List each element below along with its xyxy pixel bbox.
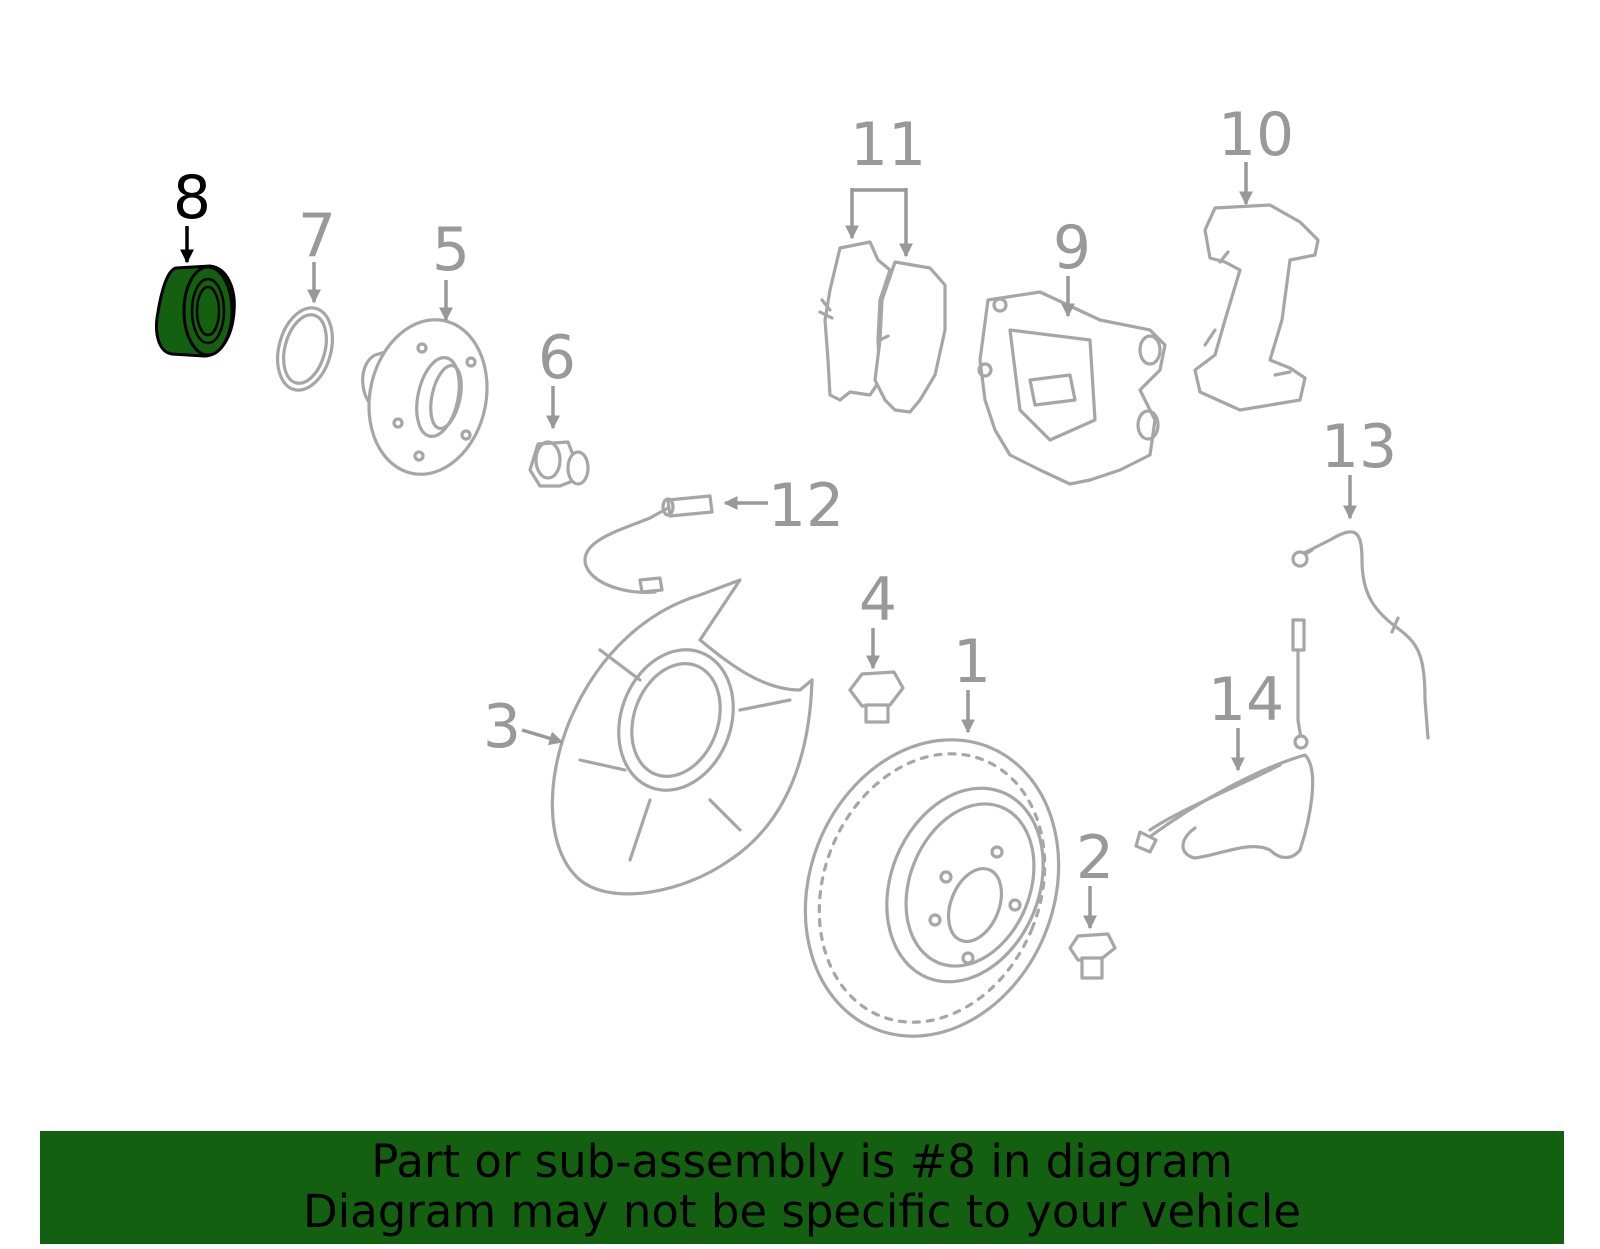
callout-6: 6: [538, 323, 576, 430]
svg-text:3: 3: [483, 692, 521, 762]
callout-14: 14: [1208, 665, 1284, 772]
part-10-caliper-carrier[interactable]: [1193, 203, 1320, 412]
svg-text:7: 7: [298, 201, 336, 271]
part-12-wear-sensor[interactable]: [583, 494, 714, 594]
part-2-bolt[interactable]: [1068, 932, 1117, 980]
callout-8: 8: [173, 163, 211, 264]
svg-text:5: 5: [432, 215, 470, 285]
callout-3: 3: [483, 692, 564, 762]
svg-text:2: 2: [1076, 823, 1114, 893]
callout-11: 11: [845, 110, 926, 258]
callout-13: 13: [1321, 412, 1397, 520]
callout-10: 10: [1218, 100, 1294, 206]
part-7-snap-ring[interactable]: [269, 302, 341, 397]
callout-2: 2: [1076, 823, 1114, 930]
banner-line-1: Part or sub-assembly is #8 in diagram: [371, 1135, 1233, 1188]
part-1-brake-rotor[interactable]: [762, 701, 1102, 1074]
svg-text:12: 12: [768, 471, 844, 541]
svg-text:4: 4: [859, 565, 897, 635]
svg-text:10: 10: [1218, 100, 1294, 170]
part-6-axle-nut[interactable]: [528, 440, 590, 488]
banner-line-2: Diagram may not be specific to your vehi…: [303, 1185, 1301, 1238]
part-4-bolt[interactable]: [848, 670, 905, 724]
callout-12: 12: [723, 471, 844, 541]
part-11-brake-pads[interactable]: [818, 240, 947, 414]
part-13-brake-hose[interactable]: [1291, 530, 1430, 740]
svg-text:14: 14: [1208, 665, 1284, 735]
callout-9: 9: [1053, 213, 1091, 318]
part-9-brake-caliper[interactable]: [977, 290, 1167, 486]
svg-text:8: 8: [173, 163, 211, 233]
svg-text:9: 9: [1053, 213, 1091, 283]
info-banner: Part or sub-assembly is #8 in diagram Di…: [40, 1131, 1564, 1244]
callout-4: 4: [859, 565, 897, 670]
part-3-dust-shield[interactable]: [550, 578, 814, 896]
svg-text:1: 1: [953, 627, 991, 697]
svg-text:13: 13: [1321, 412, 1397, 482]
callout-1: 1: [953, 627, 991, 734]
part-5-wheel-hub[interactable]: [355, 309, 501, 486]
part-14-abs-sensor[interactable]: [1134, 618, 1315, 860]
svg-text:11: 11: [850, 110, 926, 180]
callout-7: 7: [298, 201, 336, 304]
part-8-wheel-bearing[interactable]: [155, 264, 236, 358]
svg-text:6: 6: [538, 323, 576, 393]
callout-5: 5: [432, 215, 470, 322]
